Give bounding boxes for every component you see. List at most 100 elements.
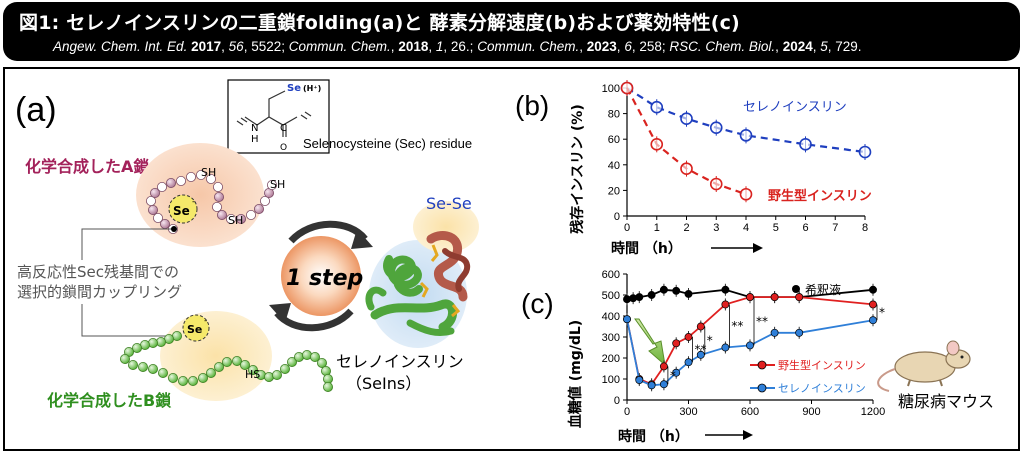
panel-c-point-seleno xyxy=(721,343,730,352)
a-chain-bead xyxy=(145,196,156,207)
panel-c-y-tick-label: 300 xyxy=(602,332,620,344)
a-chain-bead xyxy=(259,196,270,207)
sec-se-label: Se xyxy=(287,83,301,94)
panel-b-point-wild xyxy=(709,177,723,191)
b-chain-bead xyxy=(157,367,168,378)
panel-b-y-tick-label: 20 xyxy=(608,185,620,197)
sec-structure-box: Se (H⁺) N H C O Selenocysteine (Sec) res… xyxy=(227,79,472,154)
b-chain-label: 化学合成したB鎖 xyxy=(47,391,172,410)
a-chain-bead xyxy=(147,204,158,215)
panel-b-x-tick-label: 5 xyxy=(773,222,779,234)
mouse-ear xyxy=(946,340,960,356)
sec-n-label: N xyxy=(251,123,258,134)
panel-b-point-seleno xyxy=(709,121,723,134)
panel-b-x-tick-label: 7 xyxy=(832,222,838,234)
panel-c-point-wild xyxy=(869,300,877,309)
panel-b-x-tick-label: 1 xyxy=(654,222,660,234)
panel-c-sig-label: * xyxy=(670,368,676,382)
side-chain-bond xyxy=(268,90,286,117)
sec-structure-frame xyxy=(227,79,330,154)
panel-b-x-tick-label: 6 xyxy=(802,222,808,234)
a-chain-sh-2: SH xyxy=(270,178,285,191)
panel-c-point-control xyxy=(672,286,681,295)
figure-title: 図1: セレノインスリンの二重鎖folding(a)と 酵素分解速度(b)および… xyxy=(19,12,740,34)
a-chain-bead xyxy=(152,212,163,223)
reference-list: Angew. Chem. Int. Ed. 2017, 56, 5522; Co… xyxy=(53,39,862,54)
sec-o-label: O xyxy=(280,143,287,153)
panel-b-label: (b) xyxy=(515,90,549,121)
panel-c-point-wild xyxy=(696,322,705,331)
panel-b-y-tick-label: 80 xyxy=(608,109,620,121)
green-turn xyxy=(365,286,387,311)
panel-c-legend-wild: 野生型インスリン xyxy=(750,358,866,372)
panel-c-point-seleno xyxy=(746,341,754,350)
panel-c-line-seleno xyxy=(626,318,874,387)
panel-b-fit-line-wild xyxy=(626,87,747,196)
reference-2: Commun. Chem., 2018, 1, 26.; xyxy=(288,39,474,54)
panel-b-legend-seleno: セレノインスリン xyxy=(743,100,847,115)
panel-c-point-wild xyxy=(672,339,681,348)
panel-c-point-wild xyxy=(746,293,754,302)
panel-b-point-seleno xyxy=(650,100,664,114)
reference-1: Angew. Chem. Int. Ed. 2017, 56, 5522; xyxy=(53,39,285,54)
product-name: セレノインスリン xyxy=(336,352,464,371)
panel-c-ylabel: 血糖値 (mg/dL) xyxy=(567,320,584,428)
panel-c-point-control xyxy=(721,285,730,294)
step-glow xyxy=(281,236,361,316)
panel-b-legend-wild: 野生型インスリン xyxy=(768,188,872,204)
a-chain-bead xyxy=(195,170,206,181)
a-chain-bead xyxy=(165,178,176,189)
protein-ribbon xyxy=(365,231,471,337)
header-banner: 図1: セレノインスリンの二重鎖folding(a)と 酵素分解速度(b)および… xyxy=(3,2,1020,61)
a-chain-bead xyxy=(235,213,246,224)
a-chain-bead xyxy=(266,180,277,191)
panel-c-sig-label: ** xyxy=(731,319,743,333)
red-helix-2 xyxy=(442,248,471,292)
panel-c-point-seleno xyxy=(770,328,779,337)
panel-a-label: (a) xyxy=(15,91,57,129)
s-s-bridge-1 xyxy=(419,281,429,298)
panel-c-x-tick-label: 900 xyxy=(802,406,820,418)
panel-c-point-wild xyxy=(684,333,693,341)
b-chain-bead xyxy=(205,367,216,378)
b-chain-se-minus: - xyxy=(204,316,207,326)
a-chain-bead xyxy=(205,174,216,185)
panel-c-point-seleno xyxy=(795,328,804,337)
panel-c-point-seleno xyxy=(672,368,681,377)
panel-c-point-seleno xyxy=(684,358,693,367)
a-chain-terminus-dot xyxy=(171,226,177,232)
a-chain-bead xyxy=(245,209,256,220)
panel-c-marks xyxy=(623,283,877,392)
b-chain-bead xyxy=(120,353,131,364)
a-chain-se-atom xyxy=(168,194,198,224)
legend-seleno-label: セレノインスリン xyxy=(778,382,866,395)
panel-b-fit-line-seleno xyxy=(626,87,866,154)
panel-c-point-wild xyxy=(795,293,804,302)
red-helix-1 xyxy=(426,231,468,302)
b-chain-bead xyxy=(137,361,148,372)
legend-wild-label: 野生型インスリン xyxy=(778,358,866,372)
b-chain-bead xyxy=(213,361,224,372)
step-label: 1 step xyxy=(286,266,363,291)
wavy-bond-left xyxy=(236,117,248,126)
a-chain-bead xyxy=(185,172,196,183)
coupling-text-line-1: 高反応性Sec残基間での xyxy=(17,263,179,281)
panel-c-x-tick-label: 600 xyxy=(741,406,759,418)
b-chain-halo xyxy=(160,311,272,401)
legend-control-marker xyxy=(792,285,800,293)
panel-a: (a) Se (H⁺) N H C O Selenocysteine (Sec)… xyxy=(15,79,479,410)
panel-b-point-seleno xyxy=(799,138,812,151)
a-chain-bead xyxy=(156,182,167,193)
panel-b-point-seleno xyxy=(680,112,693,126)
b-chain-bead xyxy=(316,357,327,368)
panel-c-sig-label: ** xyxy=(756,314,768,328)
panel-c-point-wild xyxy=(770,293,779,302)
mouse-legs xyxy=(907,379,943,387)
b-chain-bead xyxy=(322,381,333,392)
a-chain-se-label: Se xyxy=(173,204,190,218)
figure-canvas: (a) Se (H⁺) N H C O Selenocysteine (Sec)… xyxy=(15,79,994,445)
panel-c-legend-control: 希釈液 xyxy=(792,282,841,297)
b-chain-bead xyxy=(279,363,290,374)
